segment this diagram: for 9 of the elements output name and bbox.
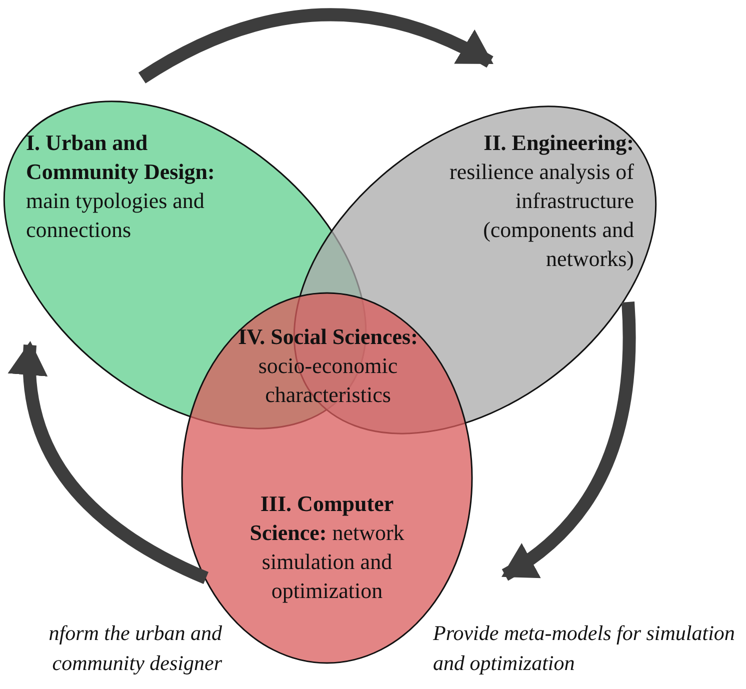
overlap-text: IV. Social Sciences: socio-economic characteristics bbox=[237, 323, 419, 409]
curved-arrow bbox=[502, 302, 636, 581]
ellipse-text: I. Urban and Community Design: main typologies and connections bbox=[26, 129, 216, 244]
ellipse-text: II. Engineering: resilience analysis of infrastructure (components and networks) bbox=[448, 129, 634, 273]
italic-note: Provide meta-models for simulation and optimization bbox=[433, 620, 736, 677]
curved-arrow bbox=[9, 341, 209, 584]
italic-note: nform the urban and community designer bbox=[48, 620, 222, 677]
curved-arrow bbox=[138, 8, 494, 84]
ellipse-text: III. Computer Science: network simulation and optimization bbox=[248, 490, 406, 605]
